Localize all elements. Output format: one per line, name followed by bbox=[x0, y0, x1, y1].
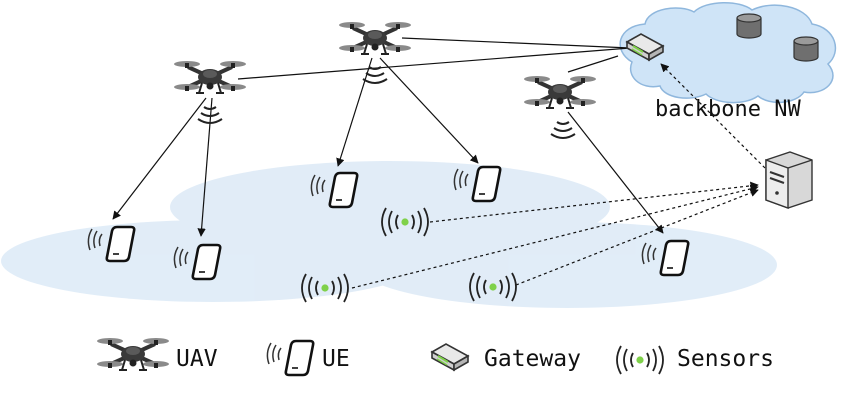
link-server-sensor1 bbox=[429, 181, 759, 223]
link-server-sensor3 bbox=[515, 188, 759, 286]
legend-label-sensors: Sensors bbox=[677, 346, 774, 372]
link-uav1-gateway bbox=[237, 47, 631, 80]
link-uav2-ue4 bbox=[379, 57, 479, 164]
link-server-gateway bbox=[660, 63, 766, 169]
link-uav3-gateway bbox=[567, 55, 619, 73]
legend-label-ue: UE bbox=[322, 346, 350, 372]
legend-label-uav: UAV bbox=[176, 346, 218, 372]
storage-drum-icon bbox=[793, 36, 819, 62]
drone-icon bbox=[522, 74, 598, 110]
cloud-label: backbone NW bbox=[655, 97, 801, 122]
drone-icon bbox=[337, 20, 413, 56]
link-uav2-ue3 bbox=[336, 57, 373, 167]
legend-item-gateway: Gateway bbox=[431, 343, 581, 372]
backbone-cloud: backbone NW bbox=[619, 2, 837, 122]
link-uav1-ue2 bbox=[197, 97, 213, 237]
legend: UAV UE Gateway Sensors bbox=[95, 336, 774, 377]
link-uav2-gateway bbox=[401, 37, 631, 49]
link-uav1-ue1 bbox=[112, 97, 207, 220]
legend-item-ue: UE bbox=[266, 339, 350, 377]
legend-item-sensors: Sensors bbox=[616, 345, 774, 375]
links bbox=[112, 37, 664, 237]
legend-label-gateway: Gateway bbox=[484, 346, 581, 372]
smartphone-icon bbox=[266, 339, 315, 377]
legend-item-uav: UAV bbox=[95, 336, 218, 372]
server-links bbox=[351, 63, 766, 289]
server-icon bbox=[765, 151, 813, 209]
radio-waves-icon bbox=[550, 121, 576, 139]
drone-icon bbox=[95, 336, 171, 372]
sensor-icon bbox=[616, 345, 664, 375]
link-uav3-ue5 bbox=[567, 111, 664, 234]
gateway-router-icon bbox=[431, 343, 469, 371]
uav-nodes bbox=[172, 20, 598, 139]
storage-drum-icon bbox=[736, 13, 762, 39]
link-server-sensor2 bbox=[351, 184, 759, 289]
drone-icon bbox=[172, 59, 248, 95]
